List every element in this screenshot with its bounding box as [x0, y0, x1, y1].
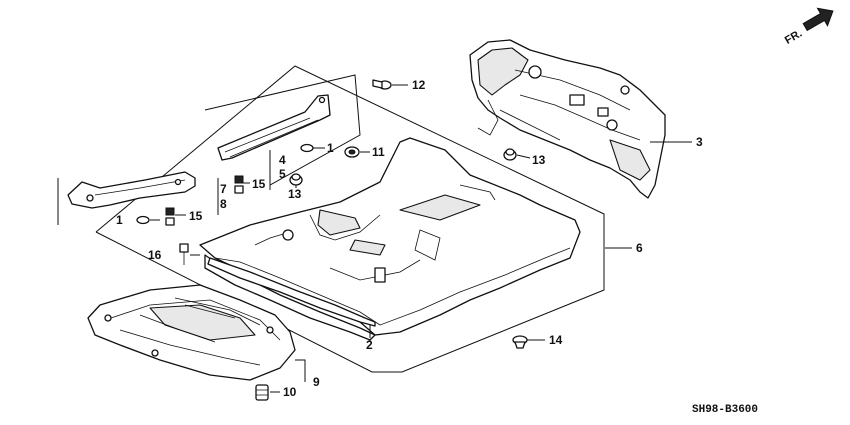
front-direction-indicator: FR.	[783, 7, 834, 47]
callout-5: 5	[279, 167, 286, 181]
clip-13-left	[289, 173, 303, 186]
callout-9: 9	[313, 375, 320, 389]
callout-15-upper: 15	[252, 177, 266, 191]
callout-1-lower: 1	[116, 213, 123, 227]
callout-11: 11	[372, 145, 385, 159]
callout-15-lower: 15	[189, 209, 203, 223]
clip-15-lower	[165, 207, 175, 226]
callout-12: 12	[412, 78, 426, 92]
cap-14	[512, 335, 528, 349]
callout-14: 14	[549, 333, 563, 347]
washer-1-lower	[136, 215, 150, 225]
bolt-16	[179, 243, 189, 265]
sill-bracket	[217, 94, 331, 161]
front-arrow-icon	[802, 7, 834, 32]
callout-7: 7	[220, 182, 227, 196]
under-tray	[87, 284, 296, 381]
grommet-11	[344, 146, 360, 158]
callout-2: 2	[366, 338, 373, 352]
callout-3: 3	[696, 135, 703, 149]
callout-6: 6	[636, 241, 643, 255]
left-bracket	[67, 171, 196, 209]
clip-15-upper	[234, 175, 244, 194]
leader-lines	[150, 84, 692, 393]
dashboard-insulator	[469, 39, 666, 199]
callout-1-upper: 1	[327, 141, 334, 155]
floor-mat-group-frame	[95, 65, 605, 373]
clip-13-right	[503, 148, 517, 161]
callout-13-right: 13	[532, 153, 546, 167]
diagram-code: SH98-B3600	[692, 404, 758, 416]
washer-1-upper	[300, 143, 314, 153]
callout-4: 4	[279, 153, 286, 167]
callout-10: 10	[283, 385, 297, 399]
callout-8: 8	[220, 197, 227, 211]
front-label: FR.	[783, 28, 804, 47]
callout-13-left: 13	[288, 187, 302, 201]
plug-10	[255, 384, 269, 401]
callout-16: 16	[148, 248, 162, 262]
push-clip-12	[372, 79, 392, 90]
mat-edge-strip	[207, 257, 376, 327]
